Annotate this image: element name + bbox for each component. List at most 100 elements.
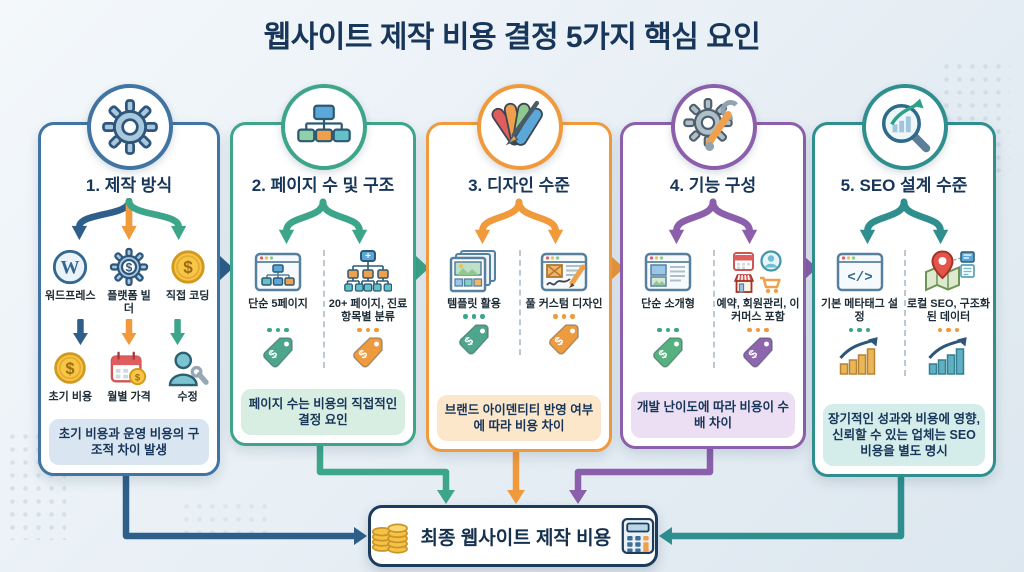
page-title: 웹사이트 제작 비용 결정 5가지 핵심 요인	[263, 21, 761, 54]
cost-item: 초기 비용	[41, 347, 100, 404]
option-label: 템플릿 활용	[447, 298, 501, 310]
option-item: 단순 5페이지	[233, 248, 323, 311]
maintenance-icon	[167, 347, 209, 389]
option-area: 단순 5페이지 + 20+ 페이지, 진료 항목별 분류	[233, 248, 413, 370]
factor-note: 개발 난이도에 따라 비용이 수배 차이	[631, 392, 795, 438]
factor-note: 페이지 수는 비용의 직접적인 결정 요인	[241, 389, 405, 435]
option-label: 단순 소개형	[641, 298, 695, 310]
factor-note: 브랜드 아이덴티티 반영 여부에 따라 비용 차이	[437, 395, 601, 441]
option-item: 단순 소개형	[623, 248, 713, 311]
ellipsis-dots	[815, 327, 993, 333]
simple-pages-icon	[254, 248, 302, 296]
factor-note: 초기 비용과 운영 비용의 구조적 차이 발생	[49, 419, 209, 465]
platform-builder-icon: $	[109, 246, 149, 288]
bar-chart-icon	[839, 337, 878, 376]
ellipsis-dots	[623, 327, 803, 333]
option-label: 로컬 SEO, 구조화된 데이터	[907, 298, 990, 324]
ellipsis-dots	[233, 327, 413, 333]
option-label: 20+ 페이지, 진료 항목별 분류	[328, 298, 408, 324]
calculator-icon	[621, 517, 655, 555]
price-tag-icon	[742, 337, 773, 368]
cost-label: 월별 가격	[107, 390, 151, 403]
monthly-fee-icon: $	[108, 347, 150, 389]
option-label: 직접 코딩	[165, 290, 210, 302]
option-label: 예약, 회원관리, 이커머스 포함	[716, 298, 800, 324]
price-tag-icon	[352, 337, 383, 368]
wordpress-icon: W	[51, 246, 89, 288]
option-area: 단순 소개형	[623, 248, 803, 370]
second-level-arrows	[73, 318, 185, 345]
svg-text:+: +	[365, 251, 371, 262]
growth-charts	[815, 336, 993, 378]
svg-text:$: $	[126, 261, 133, 275]
local-seo-icon	[922, 248, 976, 296]
price-tags	[429, 323, 609, 357]
factor-note: 장기적인 성과와 비용에 영향, 신뢰할 수 있는 업체는 SEO 비용을 별도…	[823, 404, 985, 466]
many-pages-icon: +	[344, 248, 392, 296]
factor-title: 3. 디자인 수준	[468, 176, 570, 195]
final-cost-box: 최종 웹사이트 제작 비용	[368, 505, 658, 567]
factor-title: 1. 제작 방식	[85, 176, 173, 195]
option-label: 워드프레스	[45, 290, 96, 302]
option-item: </> 기본 메타태그 설정	[815, 248, 904, 325]
option-item: 직접 코딩	[158, 246, 217, 303]
option-item: 템플릿 활용	[429, 248, 519, 311]
coins-icon	[371, 523, 408, 554]
ellipsis-dots	[429, 314, 609, 319]
factor-card-production-method: 1. 제작 방식 W 워드프레스	[38, 122, 220, 476]
price-tag-icon	[458, 324, 489, 355]
option-item: 풀 커스텀 디자인	[519, 248, 609, 311]
branch-arrows	[278, 198, 368, 245]
cost-item: 수정	[158, 347, 217, 404]
factor-title: 4. 기능 구성	[669, 176, 757, 195]
cost-label: 초기 비용	[48, 390, 93, 403]
seo-magnifier-icon	[862, 84, 948, 170]
price-tag-icon	[548, 324, 579, 355]
price-tag-icon	[652, 337, 683, 368]
option-label: 플랫폼 빌더	[107, 290, 151, 316]
option-label: 단순 5페이지	[248, 298, 308, 310]
branch-arrows	[474, 198, 564, 245]
factor-card-design-level: 3. 디자인 수준	[426, 122, 612, 452]
price-tag-icon	[262, 337, 293, 368]
bar-chart-icon	[928, 337, 967, 376]
simple-site-icon	[644, 248, 692, 296]
price-tags	[623, 336, 803, 370]
option-item: $ 플랫폼 빌더	[100, 246, 159, 317]
advanced-features-icon	[732, 248, 784, 296]
svg-text:$: $	[135, 372, 141, 383]
svg-text:W: W	[61, 258, 80, 279]
initial-cost-icon	[52, 347, 88, 389]
meta-tag-icon: </>	[836, 248, 884, 296]
option-item: + 20+ 페이지, 진료 항목별 분류	[323, 248, 413, 325]
branch-arrows	[859, 198, 949, 245]
svg-text:</>: </>	[847, 270, 872, 286]
option-area: </> 기본 메타태그 설정	[815, 248, 993, 378]
palette-icon	[477, 84, 563, 170]
option-item: W 워드프레스	[41, 246, 100, 303]
factor-card-page-structure: 2. 페이지 수 및 구조	[230, 122, 416, 446]
price-tags	[233, 336, 413, 370]
cost-label: 수정	[177, 390, 198, 403]
factor-title: 5. SEO 설계 수준	[840, 176, 968, 195]
option-label: 기본 메타태그 설정	[821, 298, 898, 324]
gear-wrench-icon	[671, 84, 757, 170]
custom-design-icon	[540, 248, 588, 296]
option-row: W 워드프레스 $ 플랫폼 빌더	[41, 246, 217, 317]
option-area: 템플릿 활용 풀 커스텀 디자인	[429, 248, 609, 357]
branch-arrows	[668, 198, 758, 245]
factor-card-features: 4. 기능 구성 단순 소개형	[620, 122, 806, 449]
gear-icon	[87, 84, 173, 170]
direct-coding-icon	[169, 246, 207, 288]
option-item: 로컬 SEO, 구조화된 데이터	[904, 248, 993, 325]
factor-title: 2. 페이지 수 및 구조	[251, 176, 395, 195]
template-icon	[449, 248, 499, 296]
branch-arrows	[71, 198, 187, 241]
option-item: 예약, 회원관리, 이커머스 포함	[713, 248, 803, 325]
option-label: 풀 커스텀 디자인	[525, 298, 603, 310]
cost-row: 초기 비용 $ 월별 가격	[41, 347, 217, 404]
final-cost-label: 최종 웹사이트 제작 비용	[420, 527, 612, 549]
factor-card-seo-level: 5. SEO 설계 수준 </> 기본 메타태그 설정	[812, 122, 996, 477]
